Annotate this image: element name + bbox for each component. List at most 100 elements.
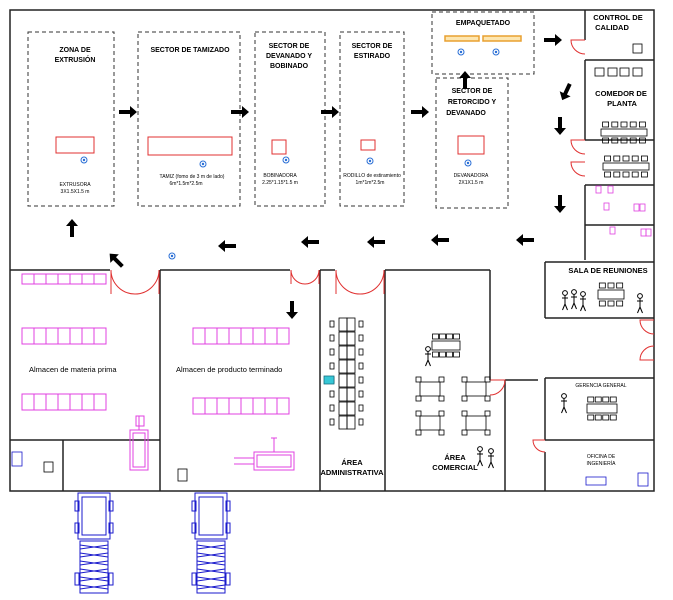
flow-arrow-icon — [109, 253, 124, 268]
washroom-fixture-icon — [645, 228, 652, 237]
chair-icon — [602, 414, 610, 421]
door-swing-icon — [335, 269, 361, 295]
desk-icon — [338, 317, 348, 332]
winding-title-1: SECTOR DE — [269, 43, 310, 50]
chair-icon — [602, 396, 610, 403]
door-swing-icon — [570, 139, 586, 155]
washroom-fixture-icon — [609, 226, 616, 235]
chair-icon — [484, 395, 491, 402]
rack-finished-product — [228, 327, 242, 345]
trucks — [74, 492, 231, 594]
chair-icon — [594, 396, 602, 403]
chair-icon — [461, 395, 468, 402]
table-icon — [419, 415, 441, 431]
flow-arrows — [66, 34, 572, 319]
person-icon — [425, 346, 431, 367]
door-swing-icon — [639, 319, 655, 335]
chair-icon — [461, 429, 468, 436]
lab-bench-icon — [594, 67, 605, 77]
chair-icon — [358, 334, 364, 342]
chair-icon — [446, 333, 453, 340]
washroom-fixture-icon — [633, 203, 640, 212]
chair-icon — [439, 333, 446, 340]
cabinet-icon — [637, 472, 649, 487]
chair-icon — [415, 376, 422, 383]
door-swing-icon — [570, 161, 586, 177]
door-swing-icon — [570, 39, 586, 55]
chair-icon — [358, 418, 364, 426]
raw-storage-title: Almacen de materia prima — [29, 365, 117, 374]
chair-icon — [358, 390, 364, 398]
fire-extinguisher-icon — [168, 252, 176, 260]
washroom-fixture-icon — [595, 185, 602, 194]
quality-title-2: CALIDAD — [595, 23, 629, 32]
person-icon — [580, 291, 586, 312]
chair-icon — [453, 333, 460, 340]
rack-raw-material — [45, 327, 59, 345]
desk-icon — [338, 373, 348, 388]
door-swing-icon — [134, 269, 160, 295]
desk-icon — [338, 345, 348, 360]
rack-raw-material — [81, 273, 95, 285]
production-zones — [27, 11, 535, 209]
product-storage-title: Almacen de producto terminado — [176, 365, 282, 374]
commercial-title-2: COMERCIAL — [432, 463, 478, 472]
sieving-machine-2: 6m*1.5m*2.5m — [169, 181, 202, 187]
desk-icon — [346, 387, 356, 402]
chair-icon — [358, 376, 364, 384]
rack-finished-product — [252, 397, 266, 415]
sieving-zone — [137, 31, 241, 207]
chair-icon — [358, 362, 364, 370]
rack-finished-product — [240, 397, 254, 415]
chair-icon — [611, 137, 619, 144]
doors — [110, 39, 655, 453]
rack-raw-material — [69, 273, 83, 285]
rack-finished-product — [192, 327, 206, 345]
engineering-title-1: OFICINA DE — [587, 454, 616, 460]
flow-arrow-icon — [321, 106, 339, 118]
rack-raw-material — [21, 327, 35, 345]
chair-icon — [631, 171, 639, 178]
rack-finished-product — [216, 327, 230, 345]
rack-raw-material — [33, 393, 47, 411]
chair-icon — [629, 121, 637, 128]
table-icon — [419, 381, 441, 397]
fire-extinguisher-icon — [457, 48, 465, 56]
chair-icon — [620, 137, 628, 144]
rack-raw-material — [69, 327, 83, 345]
chair-icon — [587, 414, 595, 421]
chair-icon — [329, 362, 335, 370]
extrusion-machine-2: 3X1.5X1.5 m — [61, 189, 90, 195]
rack-finished-product — [276, 397, 290, 415]
chair-icon — [622, 155, 630, 162]
fire-extinguisher-icon — [492, 48, 500, 56]
chair-icon — [439, 351, 446, 358]
desk-icon — [338, 359, 348, 374]
chair-icon — [453, 351, 460, 358]
person-icon — [561, 393, 567, 414]
chair-icon — [432, 333, 439, 340]
misc-symbols — [80, 48, 500, 260]
chair-icon — [446, 351, 453, 358]
desk-icon — [346, 373, 356, 388]
cabinet-icon — [323, 375, 335, 385]
flow-arrow-icon — [218, 240, 236, 252]
rack-finished-product — [192, 397, 206, 415]
zone-labels: ZONA DE EXTRUSIÓN EXTRUSORA 3X1.5X1.5 m … — [55, 20, 511, 195]
chair-icon — [358, 404, 364, 412]
rack-raw-material — [21, 273, 35, 285]
door-swing-icon — [304, 269, 320, 285]
stretching-zone — [339, 31, 405, 207]
desk-icon — [346, 415, 356, 430]
rack-finished-product — [252, 327, 266, 345]
door-swing-icon — [110, 269, 136, 295]
truck-icon — [191, 492, 231, 594]
twisting-title-1: SECTOR DE — [452, 88, 493, 95]
chair-icon — [598, 300, 606, 307]
rack-raw-material — [33, 273, 47, 285]
rack-finished-product — [228, 397, 242, 415]
twisting-machine-2: 2X1X1.5 m — [459, 180, 484, 186]
twisting-title-3: DEVANADO — [446, 110, 486, 117]
stretching-title-2: ESTIRADO — [354, 53, 391, 60]
rack-finished-product — [240, 327, 254, 345]
